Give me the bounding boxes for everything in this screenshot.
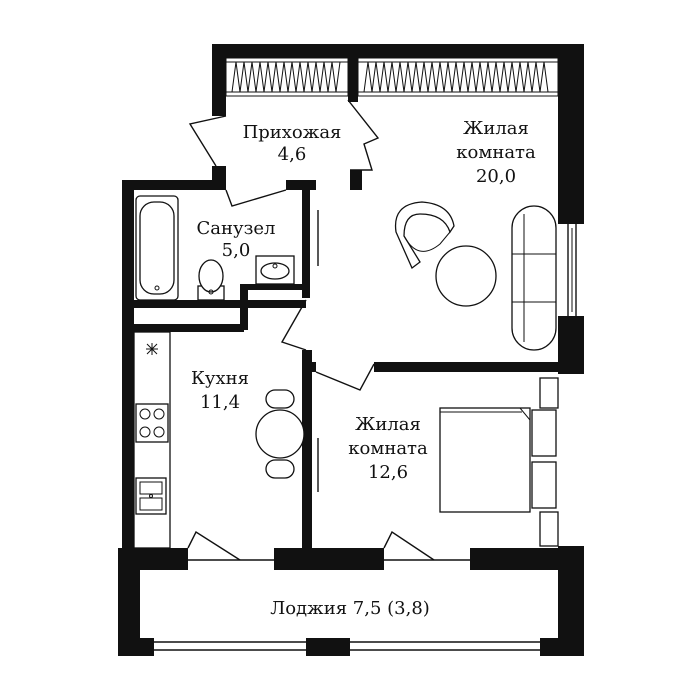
loggia-label: Лоджия 7,5 (3,8): [270, 598, 430, 619]
toilet-icon: [197, 259, 225, 301]
room-label-bathroom: Санузел 5,0: [197, 218, 276, 261]
room-label-loggia: Лоджия 7,5 (3,8): [270, 598, 430, 619]
bathroom-area: 5,0: [222, 240, 251, 261]
asterisk-hood-icon: [146, 343, 158, 355]
bed: [439, 407, 557, 513]
hallway-name: Прихожая: [243, 122, 342, 143]
kitchen-name: Кухня: [191, 368, 249, 389]
dining-table: [255, 389, 305, 479]
living-small-name-1: Жилая: [355, 414, 421, 435]
sink-icon: [255, 255, 295, 285]
windows: [118, 57, 577, 651]
armchair: [394, 201, 455, 270]
bathroom-name: Санузел: [197, 218, 276, 239]
living-small-area: 12,6: [368, 462, 408, 483]
room-label-living-large: Жилая комната 20,0: [456, 118, 536, 187]
doors: [187, 99, 435, 561]
round-table: [435, 245, 497, 307]
walls: [118, 44, 584, 656]
hallway-area: 4,6: [278, 144, 307, 165]
kitchen-sink-icon: [135, 477, 167, 515]
living-large-area: 20,0: [476, 166, 516, 187]
room-label-kitchen: Кухня 11,4: [191, 368, 249, 413]
bathtub-icon: [135, 195, 179, 301]
room-label-hallway: Прихожая 4,6: [243, 122, 342, 165]
stove-icon: [135, 403, 169, 443]
kitchen-area: 11,4: [200, 392, 240, 413]
living-large-name-2: комната: [456, 142, 536, 163]
living-large-name-1: Жилая: [463, 118, 529, 139]
sofa: [511, 205, 557, 351]
living-small-name-2: комната: [348, 438, 428, 459]
nightstands: [539, 377, 559, 547]
room-label-living-small: Жилая комната 12,6: [348, 414, 428, 483]
